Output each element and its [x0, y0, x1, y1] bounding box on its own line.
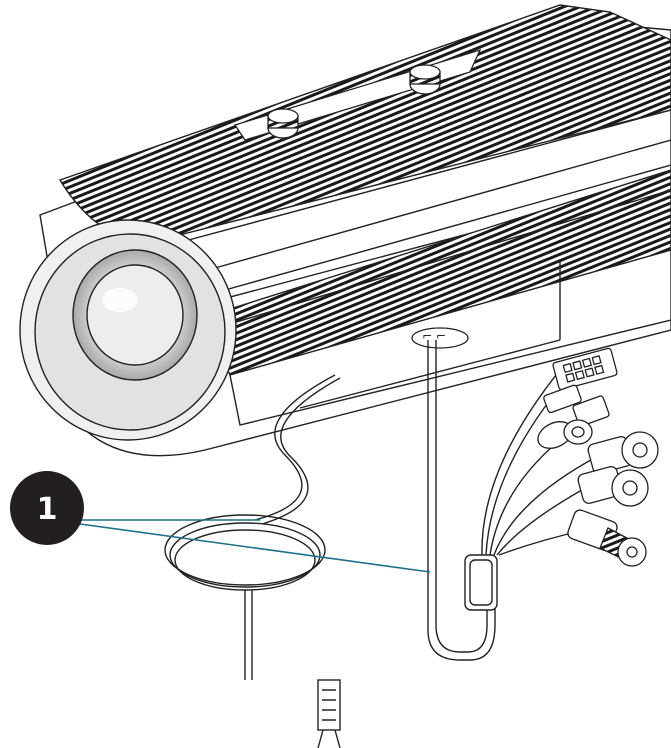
dc-jack-connector: [537, 419, 593, 449]
connectors: [537, 347, 659, 567]
callout-number: 1: [37, 492, 58, 527]
terminal-block-connector: [552, 347, 618, 391]
power-connector: [543, 384, 610, 427]
mount-stem: ⌐ ⌐: [411, 327, 469, 349]
cable: [164, 340, 601, 748]
screw-left: [267, 108, 299, 139]
rca-connector-middle: [577, 466, 649, 507]
leader-line-to-stem: [79, 523, 431, 573]
rca-connector-top: [587, 431, 659, 474]
lens-assembly: [19, 219, 237, 441]
network-plug: [317, 679, 341, 731]
bnc-connector: [567, 509, 647, 567]
callout-leader-lines: [79, 519, 431, 573]
cable-coil: [164, 514, 326, 586]
svg-text:⌐ ⌐: ⌐ ⌐: [422, 329, 446, 343]
screw-right: [409, 64, 441, 95]
adjustment-screws: [233, 48, 482, 141]
callout-badge-1: 1: [10, 471, 84, 545]
